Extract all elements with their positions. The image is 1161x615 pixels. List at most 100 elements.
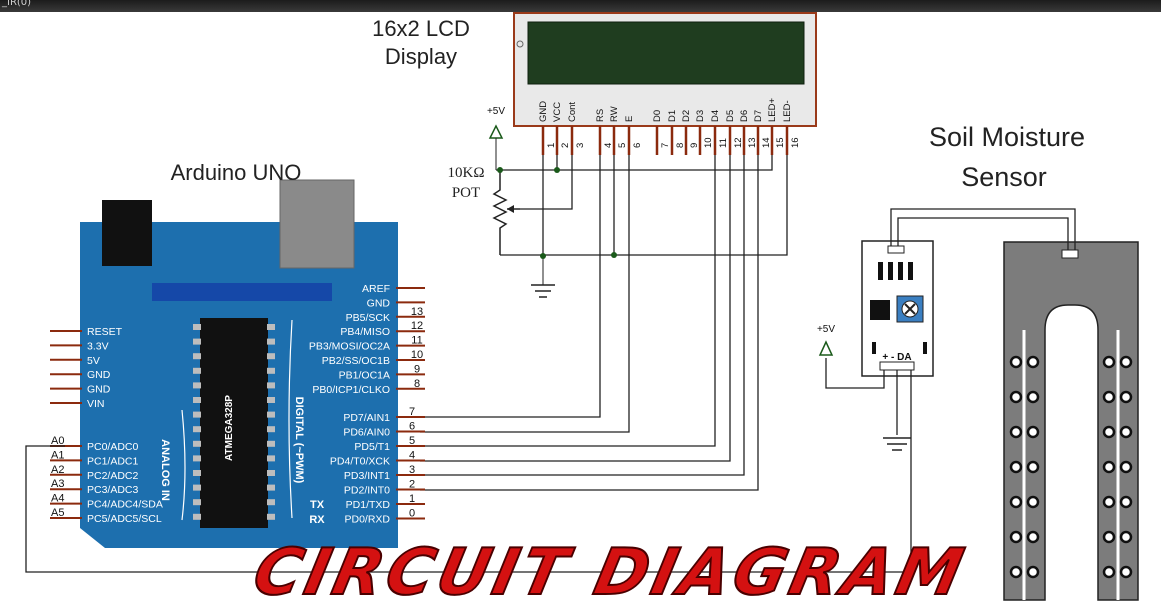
lcd-pin-label: D2 [681, 110, 692, 122]
probe-hole [1102, 355, 1116, 369]
probe-hole [1026, 530, 1040, 544]
probe-hole [1026, 460, 1040, 474]
lcd-title-line2: Display [385, 44, 457, 69]
analog-header-label: A1 [51, 449, 64, 461]
analog-header-label: A4 [51, 493, 64, 505]
window-title-bar: _IR(0) [0, 0, 1161, 12]
probe-holes [1009, 355, 1133, 579]
lcd-pin-number: 7 [660, 143, 671, 148]
pot-label: POT [452, 185, 480, 201]
probe-hole [1102, 495, 1116, 509]
arduino-label: Arduino UNO [171, 160, 302, 185]
probe-hole [1102, 425, 1116, 439]
probe-hole [1026, 565, 1040, 579]
pin-label: PD2/INT0 [344, 485, 390, 497]
page-title: CIRCUIT DIAGRAM [247, 536, 973, 610]
digital-bracket [288, 319, 293, 519]
lcd-display [513, 12, 817, 127]
probe-hole [1009, 530, 1023, 544]
pin-number: 1 [409, 493, 415, 505]
probe-hole [1026, 355, 1040, 369]
lcd-pin-number: 9 [689, 143, 700, 148]
lcd-pin-label: GND [538, 101, 549, 122]
chip-pin [193, 411, 201, 418]
pin-label: PB2/SS/OC1B [322, 355, 390, 367]
lcd-pin-label: VCC [552, 102, 563, 122]
lcd-pin-number: 10 [703, 137, 714, 148]
probe-hole [1009, 425, 1023, 439]
lcd-pin-label: D5 [725, 110, 736, 122]
lcd-pin-number: 1 [546, 143, 557, 148]
chip-pin [193, 338, 201, 345]
lcd-pin-label: LED+ [767, 98, 778, 122]
lcd-pin-label: D6 [739, 110, 750, 122]
lcd-pin-number: 14 [761, 137, 772, 148]
pin-number: 11 [411, 335, 422, 347]
pin-label: RESET [87, 326, 123, 338]
probe-hole [1102, 460, 1116, 474]
probe-hole [1009, 355, 1023, 369]
lcd-pin-label: D7 [753, 110, 764, 122]
sensor-title-line1: Soil Moisture [929, 122, 1085, 152]
chip-pin [193, 397, 201, 403]
lcd-pin-number: 6 [632, 143, 643, 148]
pin-number: 13 [411, 306, 423, 318]
lcd-title-line1: 16x2 LCD [372, 16, 470, 41]
pin-number: 0 [409, 508, 415, 520]
chip-pin [193, 499, 201, 506]
probe-hole [1026, 390, 1040, 404]
sensor-supply-icon [818, 340, 834, 356]
chip-pin [267, 353, 275, 360]
chip-pin [193, 455, 201, 462]
chip-pin [267, 382, 275, 389]
chip-pin [267, 338, 275, 345]
probe-hole [1119, 425, 1133, 439]
lcd-pin-label: D1 [667, 110, 678, 122]
chip-pin [267, 513, 275, 520]
pin-label: PD5/T1 [354, 441, 390, 453]
pot-value-label: 10KΩ [448, 165, 485, 181]
lcd-pin-label: D0 [652, 110, 663, 122]
analog-header-label: A0 [51, 435, 64, 447]
chip-pin-group [193, 324, 275, 520]
pin-label: 5V [87, 355, 100, 367]
wire-junctions [497, 167, 617, 259]
chip-pin [267, 455, 275, 462]
probe-hole [1119, 495, 1133, 509]
lcd-pin-label: E [624, 116, 635, 122]
lcd-pin-label: LED- [782, 100, 793, 122]
pin-label: GND [87, 369, 111, 381]
probe-hole [1026, 495, 1040, 509]
lcd-pin-label: RS [595, 109, 606, 122]
chip-pin [193, 324, 201, 330]
pin-label: PD1/TXD [346, 499, 391, 511]
chip-pin [193, 470, 201, 476]
chip-pin [193, 382, 201, 389]
pin-number: 8 [414, 378, 420, 390]
chip-pin [193, 353, 201, 360]
probe-hole [1009, 495, 1023, 509]
chip-pin [193, 484, 201, 491]
chip-pin [267, 367, 275, 374]
pin-label: AREF [362, 283, 390, 295]
chip-pin [267, 470, 275, 476]
pin-label: GND [87, 384, 111, 396]
probe-hole [1119, 355, 1133, 369]
lcd-pin-number: 2 [560, 143, 571, 148]
chip-pin [267, 411, 275, 418]
pin-number: 9 [414, 363, 420, 375]
probe-hole [1102, 390, 1116, 404]
pin-number: 12 [411, 320, 423, 332]
sensor-ground-icon [883, 437, 911, 451]
chip-pin [267, 499, 275, 506]
window-title: _IR(0) [2, 0, 32, 8]
potentiometer [492, 170, 520, 255]
pin-label: PB0/ICP1/CLKO [312, 384, 390, 396]
pin-number: 3 [409, 464, 415, 476]
probe-hole [1119, 565, 1133, 579]
lcd-pin-number: 11 [718, 138, 729, 148]
analog-header-label: A3 [51, 478, 64, 490]
lcd-pin-label: D4 [710, 110, 721, 122]
